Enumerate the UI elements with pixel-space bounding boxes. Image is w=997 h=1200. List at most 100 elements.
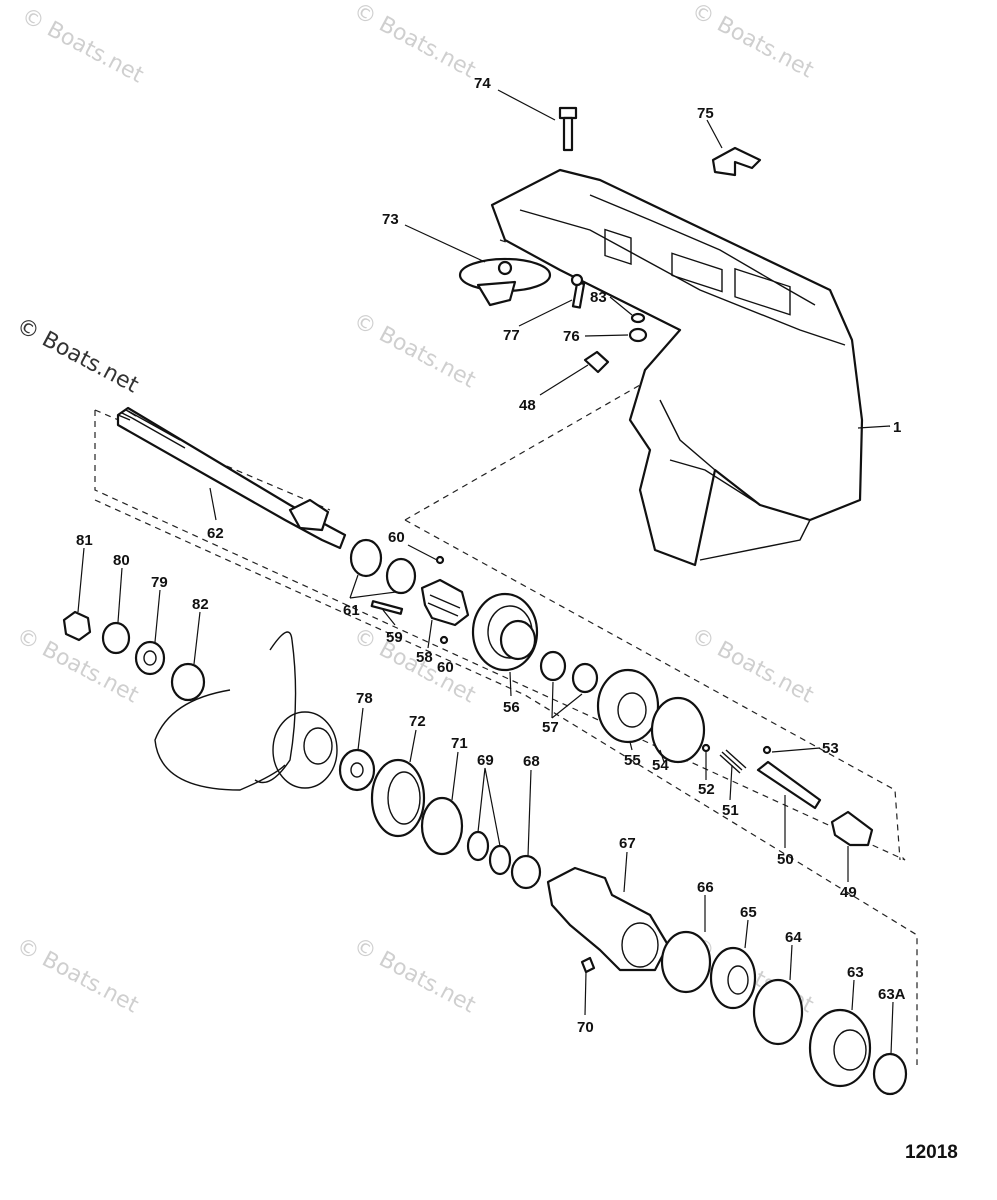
callout-72: 72 [409, 713, 426, 730]
guide-line [94, 409, 331, 511]
watermark: © Boats.net [349, 933, 480, 1018]
callout-79: 79 [151, 574, 168, 591]
leader-line [509, 671, 512, 697]
leader-line [407, 544, 438, 561]
callout-53: 53 [822, 740, 839, 757]
bearing-race-inner [387, 771, 421, 825]
watermark: © Boats.net [349, 0, 480, 83]
callout-66: 66 [697, 879, 714, 896]
bearing-race [370, 758, 426, 838]
leader-line [497, 89, 556, 121]
oil-seal [488, 844, 512, 876]
callout-62: 62 [207, 525, 224, 542]
leader-line [193, 611, 201, 665]
trim-tab-anode [458, 257, 552, 307]
leader-line [551, 681, 583, 719]
screw-head [570, 273, 584, 287]
trim-tab-fin [476, 280, 517, 307]
leader-line [154, 589, 161, 643]
carrier-key-70 [580, 956, 596, 974]
oil-seal [466, 830, 490, 862]
leader-line [349, 574, 397, 599]
detent-ball-60 [435, 555, 445, 565]
leader-line [451, 751, 459, 801]
leader-line [539, 364, 589, 396]
bearing-carrier-body [546, 866, 670, 972]
cross-pin [370, 600, 404, 615]
screw-shank [571, 281, 586, 309]
shaft-spline [127, 410, 186, 449]
leader-line [857, 425, 891, 429]
retaining-ring [385, 557, 417, 595]
housing-detail [659, 399, 716, 471]
trim-tab-hub [497, 260, 513, 276]
watermark: © Boats.net [12, 313, 143, 398]
callout-82: 82 [192, 596, 209, 613]
callout-56: 56 [503, 699, 520, 716]
bolt-shank [562, 116, 574, 152]
callout-60-upper: 60 [388, 529, 405, 546]
thrust-washer-body [338, 748, 376, 792]
housing-detail [589, 194, 816, 306]
spring-51 [719, 749, 747, 774]
reverse-bearing-bore [727, 965, 749, 995]
clutch-teeth [427, 594, 461, 617]
roller-bearing [571, 662, 599, 694]
propeller-blade [254, 631, 297, 784]
washer-83 [630, 312, 646, 324]
leader-lines [77, 89, 894, 1055]
leader-line [357, 707, 364, 751]
callout-60-lower: 60 [437, 659, 454, 676]
thrust-hub-body [134, 640, 166, 676]
leader-line [706, 119, 723, 149]
leader-line [629, 741, 633, 751]
clutch-body [420, 578, 470, 627]
callout-52: 52 [698, 781, 715, 798]
carrier-o-ring [660, 930, 712, 994]
needle-bearing-68 [510, 854, 542, 890]
reverse-gear-teeth [808, 1008, 872, 1088]
callout-55: 55 [624, 752, 641, 769]
callout-81: 81 [76, 532, 93, 549]
watermark: © Boats.net [349, 308, 480, 393]
gear-hub [499, 619, 537, 661]
drawing-number: 12018 [905, 1142, 958, 1163]
leader-line [584, 971, 587, 1016]
housing-detail [519, 209, 846, 346]
leader-line [527, 769, 532, 857]
thrust-bearing-72 [370, 758, 426, 838]
callout-54: 54 [652, 757, 669, 774]
thrust-washer-78 [338, 748, 376, 792]
leader-line [382, 609, 396, 626]
leader-line [209, 487, 217, 521]
prop-nut-81 [62, 610, 92, 642]
detent-ball-60 [439, 635, 449, 645]
roller-bearing [539, 650, 567, 682]
callout-73: 73 [382, 211, 399, 228]
forward-gear [471, 592, 539, 672]
watermark: © Boats.net [687, 0, 818, 83]
reverse-gear-hub [833, 1029, 867, 1071]
callout-58: 58 [416, 649, 433, 666]
retaining-ring [349, 538, 383, 578]
tab-washer-71 [420, 796, 464, 856]
callout-48: 48 [519, 397, 536, 414]
reverse-gear [808, 1008, 872, 1088]
cam-follower-50 [756, 760, 822, 810]
callout-50: 50 [777, 851, 794, 868]
shaft-collar [288, 498, 330, 532]
propeller-shaft [116, 406, 347, 550]
leader-line [427, 619, 433, 649]
propeller [154, 631, 338, 791]
callout-63: 63 [847, 964, 864, 981]
guide-line [94, 499, 918, 1065]
watermark: © Boats.net [17, 3, 148, 88]
o-ring [650, 696, 706, 764]
shaft-thread [117, 409, 137, 421]
leader-line [477, 767, 501, 847]
callout-64: 64 [785, 929, 802, 946]
thrust-hub-79 [134, 640, 166, 676]
leader-line [851, 979, 855, 1011]
retainer-clip [711, 146, 762, 177]
